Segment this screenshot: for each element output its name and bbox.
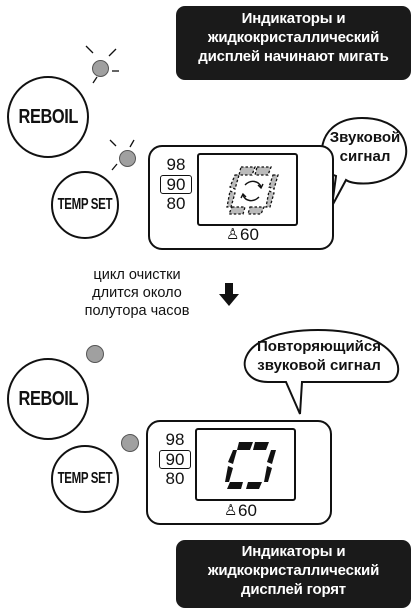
cup-icon: ♙ — [226, 226, 240, 243]
tempset-button-bottom[interactable]: TEMP SET — [51, 445, 119, 513]
blink-rays-tempset — [109, 139, 135, 171]
temp-80: 80 — [166, 194, 186, 213]
cleaning-duration-caption: цикл очистки длится около полутора часов — [84, 267, 190, 319]
top-notice-line-2: жидкокристаллический — [207, 29, 380, 46]
lcd-screen-bottom — [195, 428, 296, 501]
cycle-arrows-icon — [240, 180, 264, 202]
temperature-options-bottom: 98 90 80 — [157, 430, 193, 489]
blink-rays-reboil — [85, 45, 119, 84]
top-notice-line-3: дисплей начинают мигать — [198, 48, 389, 65]
reboil-led-blinking — [92, 60, 109, 77]
temp-90-selected: 90 — [160, 175, 192, 194]
bottom-notice-line-2: жидкокристаллический — [207, 562, 380, 579]
temp-98-bottom: 98 — [165, 430, 185, 449]
bottom-notice-box: Индикаторы и жидкокристаллический диспле… — [176, 540, 411, 608]
top-notice-line-1: Индикаторы и — [241, 10, 346, 27]
bottom-bubble-shape — [243, 328, 400, 415]
lcd-segments-solid — [225, 442, 276, 489]
top-notice-box: Индикаторы и жидкокристаллический диспле… — [176, 6, 411, 80]
temp-80-bottom: 80 — [165, 469, 185, 488]
reboil-button-bottom[interactable]: REBOIL — [7, 358, 89, 440]
tempset-label: TEMP SET — [57, 196, 113, 213]
bottom-notice-line-3: дисплей горят — [241, 581, 346, 598]
bottom-notice-line-1: Индикаторы и — [241, 543, 346, 560]
lcd-screen-top — [197, 153, 298, 226]
tempset-led-lit — [121, 434, 139, 452]
temp-98: 98 — [166, 155, 186, 174]
lcd-segments-dashed — [226, 166, 279, 215]
reboil-button[interactable]: REBOIL — [7, 76, 89, 158]
temperature-options-top: 98 90 80 — [158, 155, 194, 214]
reboil-led-lit — [86, 345, 104, 363]
bottom-bubble-text: Повторяющийся звуковой сигнал — [257, 338, 381, 374]
cup-icon-bottom: ♙ — [224, 502, 238, 519]
top-bubble-text: Звуковой сигнал — [329, 129, 401, 165]
tempset-label-bottom: TEMP SET — [57, 470, 113, 487]
top-bubble-shape — [320, 116, 408, 207]
reboil-label-bottom: REBOIL — [18, 387, 78, 410]
temp-90-selected-bottom: 90 — [159, 450, 191, 469]
reboil-label: REBOIL — [18, 105, 78, 128]
cup-indicator-top: ♙ — [226, 224, 239, 244]
tempset-button[interactable]: TEMP SET — [51, 171, 119, 239]
cup-count-bottom: 60 — [238, 501, 257, 520]
tempset-led-blinking — [119, 150, 136, 167]
cup-indicator-bottom: ♙ — [224, 500, 237, 520]
arrow-down-icon — [219, 283, 239, 306]
cup-count-top: 60 — [240, 225, 259, 244]
